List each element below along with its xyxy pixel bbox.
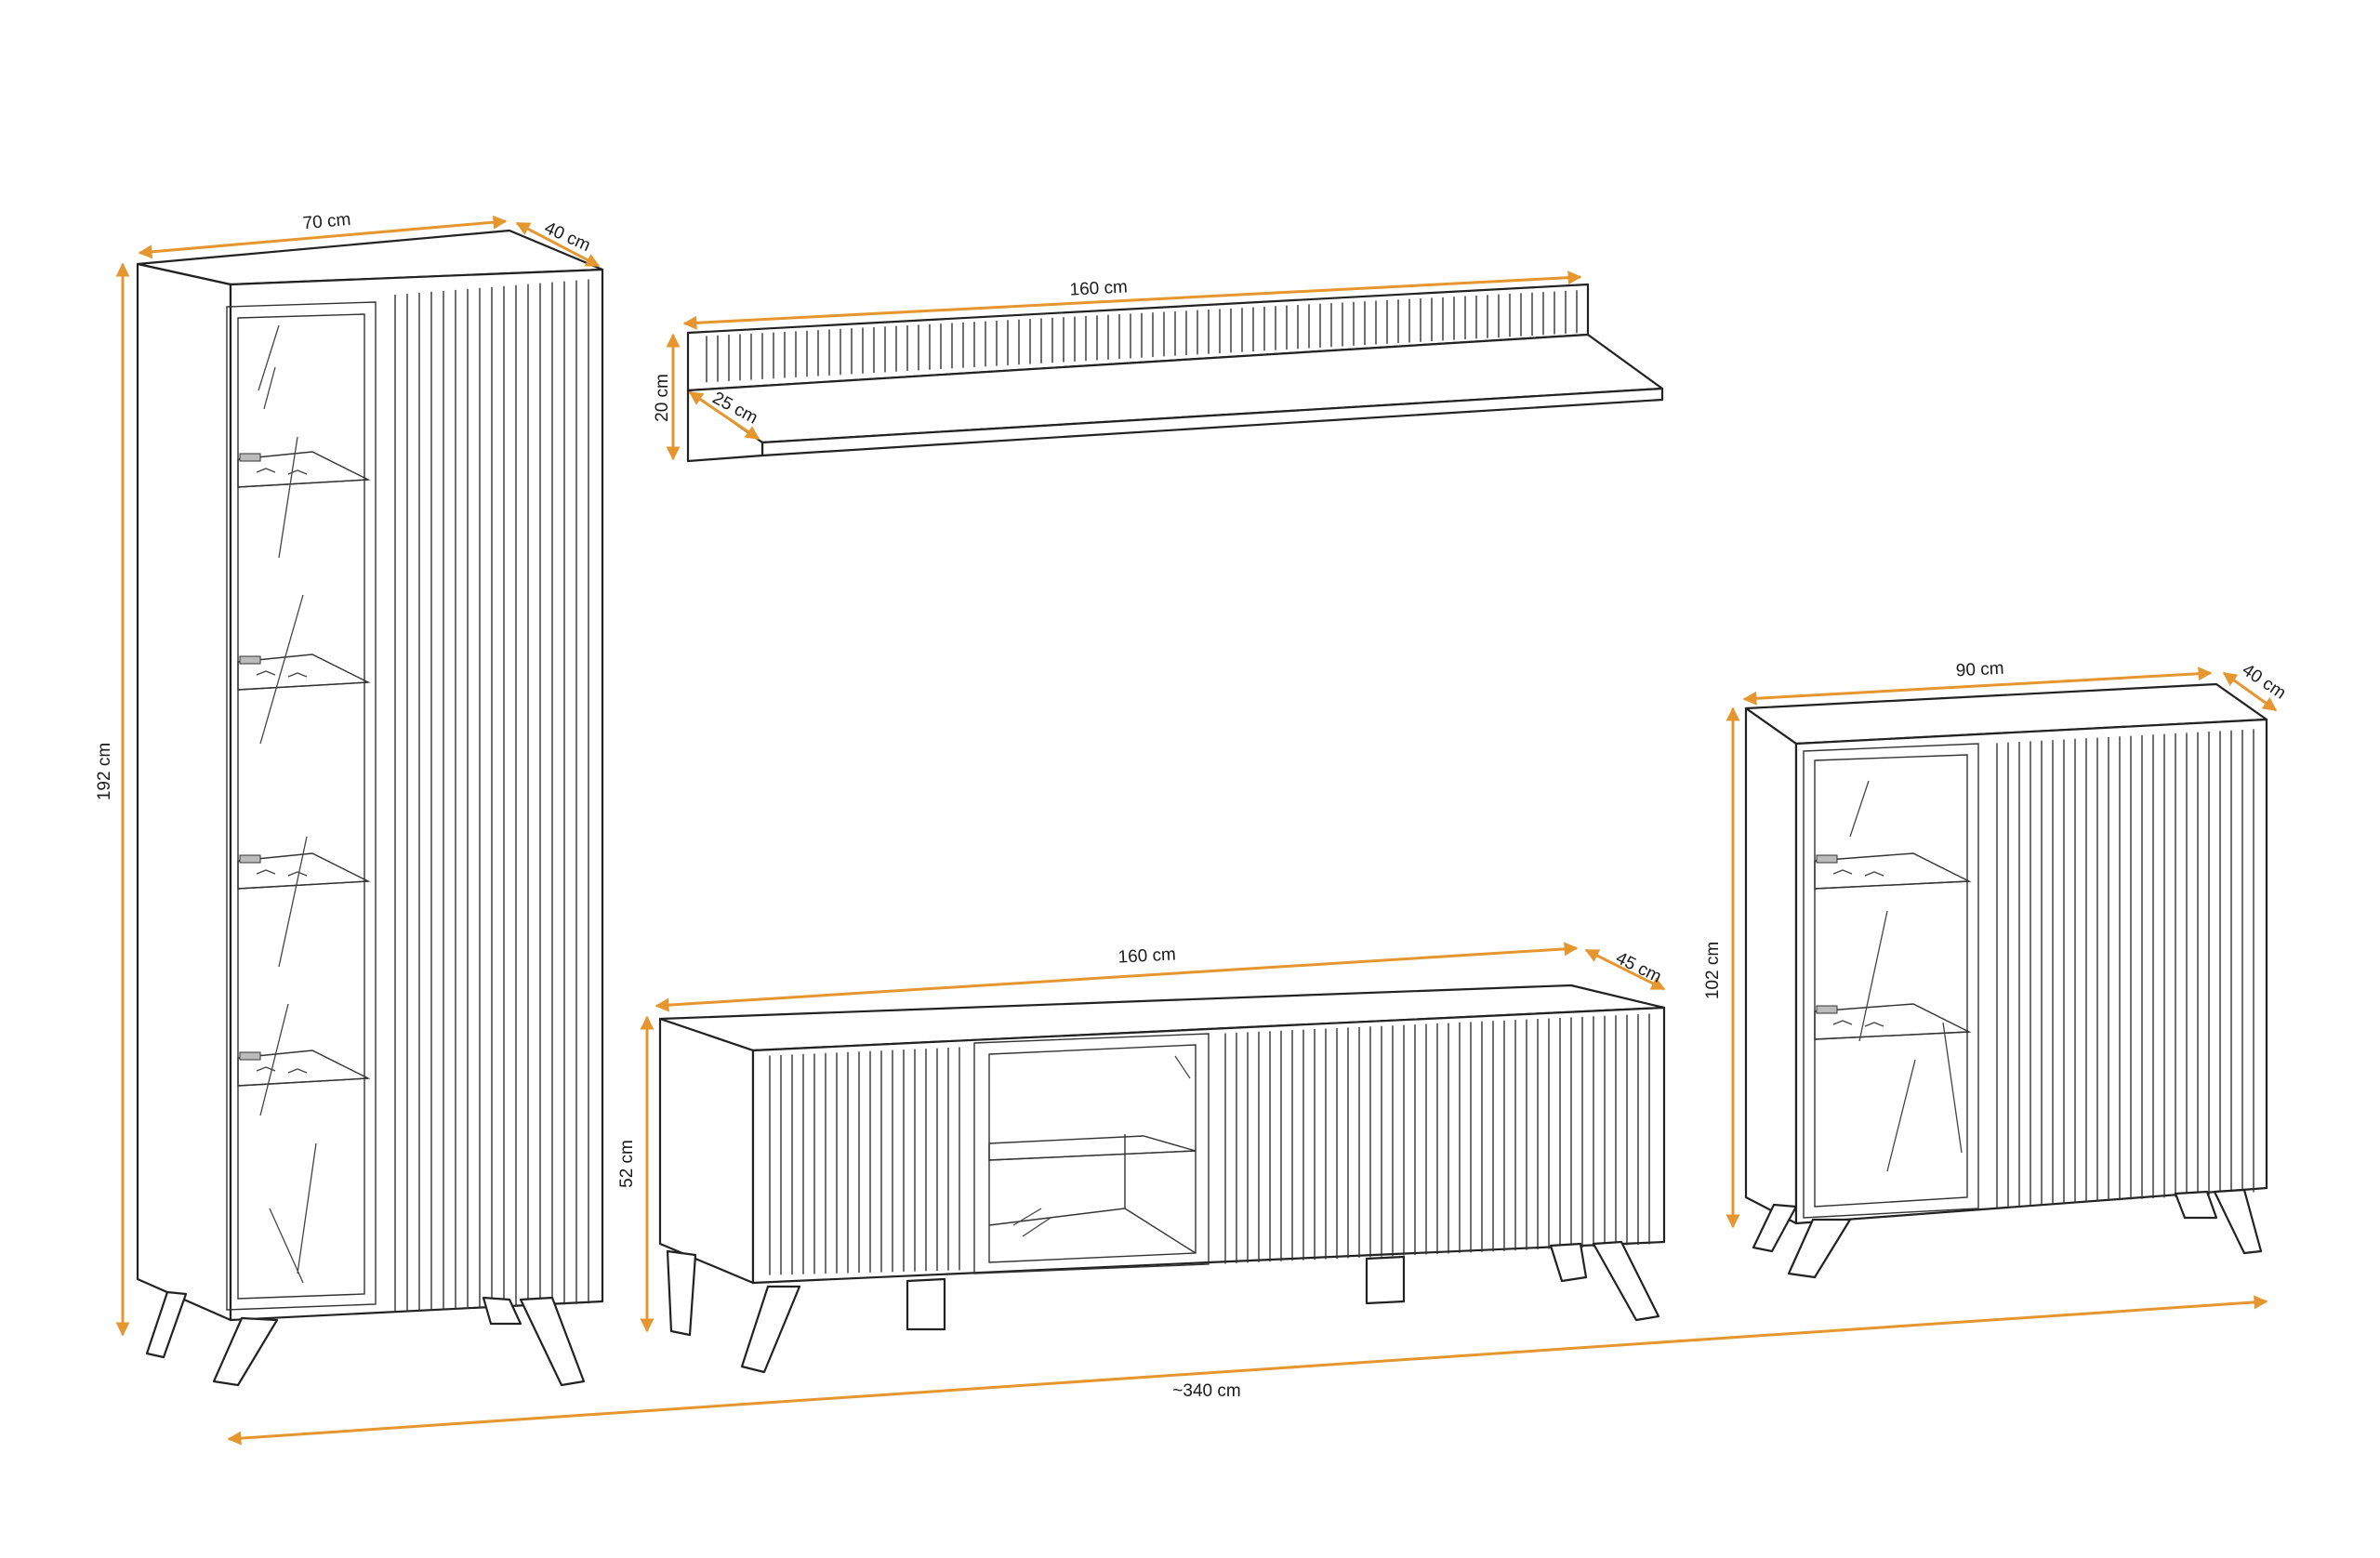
highboard-height-label: 102 cm xyxy=(1703,942,1723,999)
tv-width-dim xyxy=(654,942,1579,1012)
tall-glass-shelf-reflection xyxy=(256,670,308,678)
tall-vitrine-cabinet xyxy=(136,229,604,1387)
shelf-width-label: 160 cm xyxy=(1069,277,1128,299)
tv-lowboard xyxy=(658,984,1666,1374)
tall-width-dim xyxy=(138,215,508,259)
tall-glass-shelf-edge xyxy=(237,880,369,890)
tall-cabinet-side xyxy=(136,262,232,1322)
wall-shelf xyxy=(686,283,1664,463)
dimension-lines xyxy=(115,215,2278,1446)
shelf-height-label: 20 cm xyxy=(653,374,672,422)
tall-cabinet-fluted-door xyxy=(394,279,589,1313)
tall-glass-shelf-bracket xyxy=(239,453,261,462)
tall-glass-shelf-bracket xyxy=(239,1051,261,1061)
tall-height-label: 192 cm xyxy=(95,743,114,800)
total-width-dim xyxy=(227,1295,2268,1446)
tall-glass-shelf-bracket xyxy=(239,655,261,665)
tv-lowboard-fluted-doors xyxy=(769,1013,1650,1275)
highboard-glass-shelf-bracket xyxy=(1816,1005,1838,1014)
highboard-cabinet xyxy=(1744,682,2268,1279)
tv-lowboard-glass-door-frame xyxy=(973,1033,1210,1274)
tv-width-label: 160 cm xyxy=(1117,944,1176,967)
highboard-glass-shelf-edge xyxy=(1814,1031,1970,1040)
tv-lowboard-glass-reflections xyxy=(1012,1055,1191,1237)
tall-cabinet-front xyxy=(229,268,604,1322)
tall-glass-shelf-edge xyxy=(237,479,369,488)
highboard-glass-door-frame xyxy=(1803,743,1979,1219)
tv-lowboard-interior-lines xyxy=(988,1134,1197,1254)
shelf-depth-dim xyxy=(688,390,760,441)
tall-cabinet-glass-panel xyxy=(237,313,365,1300)
highboard-glass-shelves xyxy=(1814,852,1972,1040)
tall-cabinet-glass-shelves xyxy=(237,451,371,1087)
highboard-legs xyxy=(1752,1188,2263,1279)
tall-glass-shelf-reflection xyxy=(256,869,308,877)
highboard-glass-shelf-reflection xyxy=(1832,1020,1884,1027)
total-width-label: ~340 cm xyxy=(1172,1381,1240,1401)
highboard-side xyxy=(1744,706,1798,1225)
tv-lowboard-side xyxy=(658,1017,755,1285)
highboard-depth-dim xyxy=(2222,671,2278,712)
highboard-glass-shelf-edge xyxy=(1814,880,1970,890)
tv-depth-dim xyxy=(1584,948,1666,991)
highboard-glass-reflections xyxy=(1849,780,1963,1172)
tall-glass-shelf-bracket xyxy=(239,854,261,864)
highboard-width-label: 90 cm xyxy=(1955,659,2004,681)
highboard-width-dim xyxy=(1742,667,2213,706)
highboard-fluted-door xyxy=(1996,729,2254,1208)
highboard-glass-shelf-reflection xyxy=(1832,869,1884,877)
tv-height-label: 52 cm xyxy=(617,1140,637,1188)
tall-width-label: 70 cm xyxy=(302,210,351,233)
tall-glass-shelf-edge xyxy=(237,1077,369,1087)
tall-depth-dim xyxy=(515,221,601,268)
tall-glass-shelf-edge xyxy=(237,681,369,691)
tall-glass-shelf-reflection xyxy=(256,468,308,475)
highboard-glass-panel xyxy=(1814,754,1968,1208)
tv-depth-label: 45 cm xyxy=(1613,948,1665,987)
shelf-width-dim xyxy=(682,271,1582,330)
tall-cabinet-glass-reflections xyxy=(258,324,317,1284)
highboard-glass-shelf-bracket xyxy=(1816,854,1838,864)
highboard-front xyxy=(1794,718,2268,1225)
highboard-depth-label: 40 cm xyxy=(2239,660,2290,703)
